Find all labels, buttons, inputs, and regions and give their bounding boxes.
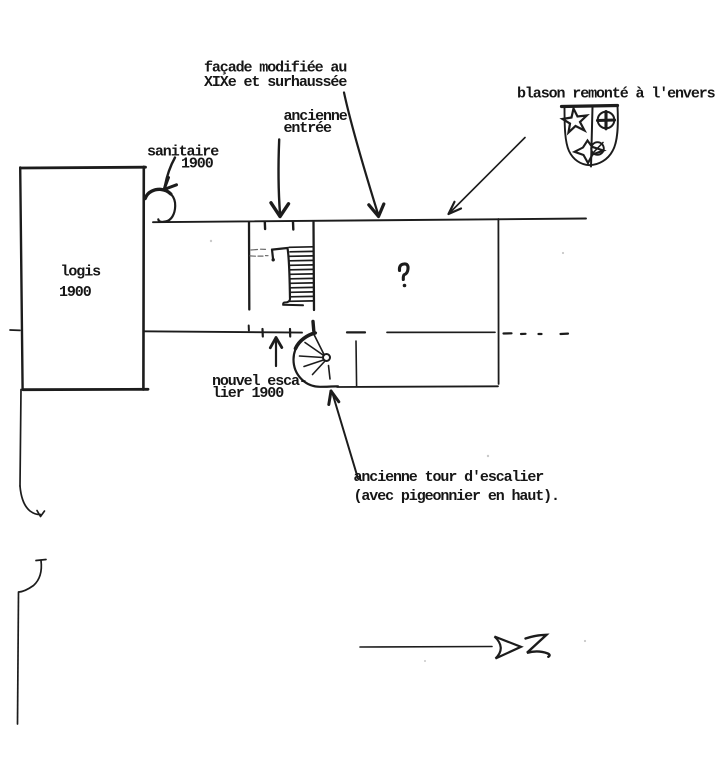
svg-text:blason remonté à l'envers: blason remonté à l'envers xyxy=(517,86,716,103)
svg-text:façade modifiée au: façade modifiée au xyxy=(204,60,346,77)
svg-text:1900: 1900 xyxy=(181,155,214,172)
svg-text:XIXe et surhaussée: XIXe et surhaussée xyxy=(204,74,347,91)
svg-text:sanitaire: sanitaire xyxy=(147,144,219,161)
svg-text:(avec pigeonnier en haut).: (avec pigeonnier en haut). xyxy=(354,488,559,505)
svg-text:entrée: entrée xyxy=(284,120,333,137)
svg-text:logis: logis xyxy=(61,264,102,281)
svg-text:lier 1900: lier 1900 xyxy=(212,385,284,402)
svg-text:1900: 1900 xyxy=(59,284,92,301)
svg-text:nouvel esca-: nouvel esca- xyxy=(212,373,307,390)
svg-text:ancienne tour d'escalier: ancienne tour d'escalier xyxy=(354,469,544,486)
svg-text:ancienne: ancienne xyxy=(284,108,348,125)
